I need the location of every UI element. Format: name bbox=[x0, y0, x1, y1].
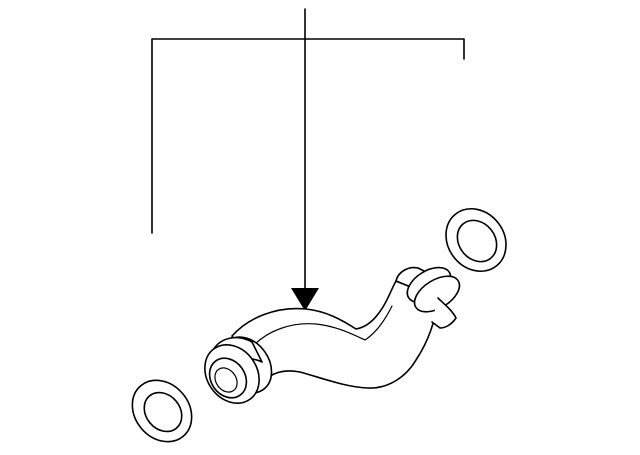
hose-inner-contour bbox=[251, 323, 366, 348]
hose-left-fitting bbox=[204, 336, 273, 404]
curved-hose bbox=[204, 266, 461, 404]
callout-bracket-line bbox=[151, 38, 465, 234]
upper-seal-ring bbox=[445, 208, 507, 272]
hose-left-bore bbox=[214, 367, 238, 393]
lower-seal-ring bbox=[131, 379, 193, 443]
hose-right-outlet bbox=[431, 297, 457, 329]
hose-inner-contour-2 bbox=[364, 305, 393, 341]
callout-bracket bbox=[151, 8, 465, 311]
hose-right-fitting bbox=[395, 266, 461, 329]
lower-seal-inner bbox=[143, 391, 183, 433]
callout-arrowhead bbox=[291, 288, 319, 311]
upper-seal-outer bbox=[445, 208, 507, 272]
upper-seal-inner bbox=[456, 219, 498, 263]
lower-seal-outer bbox=[131, 379, 193, 443]
